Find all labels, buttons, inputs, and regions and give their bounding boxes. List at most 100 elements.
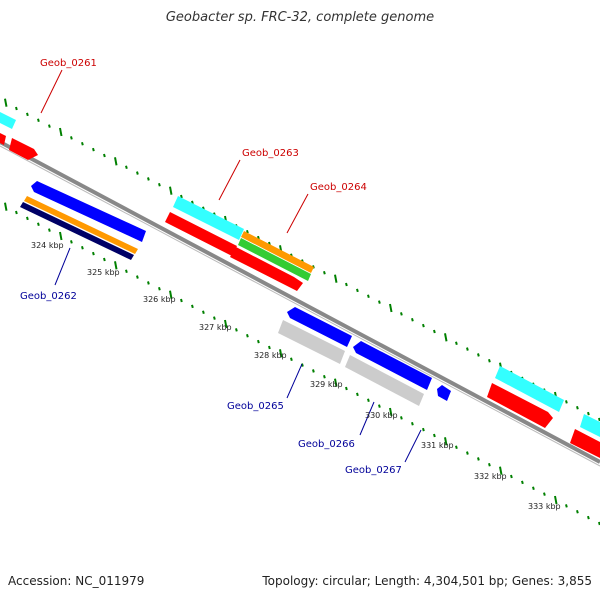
- gene-label-geob0264[interactable]: Geob_0264: [310, 182, 367, 193]
- tick-mark: [411, 317, 414, 322]
- tick-mark: [455, 445, 458, 449]
- tick-mark: [246, 229, 249, 234]
- feature-geob0264-green[interactable]: [238, 238, 311, 281]
- tick-mark: [4, 202, 8, 211]
- tick-mark: [477, 457, 480, 461]
- map-title: Geobacter sp. FRC-32, complete genome: [165, 10, 435, 25]
- minus-strand-features: [20, 181, 451, 406]
- tick-mark: [433, 433, 436, 438]
- feature-geob0264-orange[interactable]: [241, 231, 314, 273]
- tick-mark: [136, 275, 139, 279]
- tick-label-324: 324 kbp: [31, 241, 64, 250]
- kbp-tick-labels: 324 kbp 325 kbp 326 kbp 327 kbp 328 kbp …: [31, 241, 561, 511]
- gene-label-geob0265[interactable]: Geob_0265: [227, 401, 284, 412]
- tick-mark: [378, 300, 381, 304]
- feature-red-left2[interactable]: [9, 138, 38, 160]
- tick-mark: [301, 363, 304, 367]
- tick-mark: [510, 474, 513, 479]
- tick-mark: [202, 310, 205, 315]
- tick-label-330: 330 kbp: [365, 411, 398, 420]
- tick-mark: [312, 369, 315, 373]
- tick-mark: [543, 492, 546, 496]
- tick-mark: [532, 486, 535, 491]
- gene-label-geob0263[interactable]: Geob_0263: [242, 148, 299, 159]
- gene-labels: Geob_0261 Geob_0263 Geob_0264 Geob_0262 …: [20, 58, 402, 476]
- tick-mark: [554, 495, 558, 505]
- feature-cyan-left[interactable]: [0, 112, 16, 129]
- tick-label-325: 325 kbp: [87, 268, 120, 277]
- tick-mark: [81, 245, 84, 250]
- tick-mark: [499, 466, 503, 475]
- tick-mark: [158, 183, 161, 187]
- feature-red-left1[interactable]: [0, 133, 6, 145]
- feature-geob0266-blue[interactable]: [353, 341, 432, 390]
- gene-label-geob0262[interactable]: Geob_0262: [20, 291, 77, 302]
- tick-mark: [103, 257, 106, 262]
- tick-mark: [125, 165, 128, 169]
- tick-label-333: 333 kbp: [528, 502, 561, 511]
- plus-strand-features: [0, 112, 600, 458]
- tick-mark: [114, 157, 118, 166]
- tick-mark: [213, 316, 216, 320]
- tick-mark: [356, 392, 359, 397]
- tick-mark: [48, 124, 51, 128]
- tick-mark: [257, 339, 260, 344]
- feature-geob0262-navy[interactable]: [20, 202, 134, 260]
- tick-mark: [444, 333, 448, 342]
- gene-label-lines: [40, 69, 422, 463]
- feature-geob0262-blue[interactable]: [31, 181, 146, 242]
- tick-mark: [26, 112, 29, 117]
- tick-mark: [576, 509, 579, 514]
- tick-label-327: 327 kbp: [199, 323, 232, 332]
- feature-far-right-red[interactable]: [570, 429, 600, 458]
- tick-mark: [345, 386, 348, 391]
- tick-mark: [400, 312, 403, 316]
- tick-mark: [334, 274, 338, 283]
- tick-label-329: 329 kbp: [310, 380, 343, 389]
- tick-mark: [367, 398, 370, 403]
- feature-geob0265-grey[interactable]: [278, 320, 345, 364]
- tick-mark: [389, 407, 393, 417]
- tick-mark: [125, 269, 128, 273]
- gene-label-geob0267[interactable]: Geob_0267: [345, 465, 402, 476]
- tick-mark: [587, 515, 590, 520]
- tick-mark: [334, 378, 338, 387]
- feature-geob0262-orange[interactable]: [24, 196, 138, 254]
- feature-geob0267-blue[interactable]: [437, 385, 451, 401]
- tick-mark: [323, 375, 326, 379]
- tick-mark: [565, 504, 568, 508]
- tick-mark: [191, 304, 194, 309]
- tick-mark: [433, 329, 436, 334]
- tick-mark: [26, 216, 29, 221]
- tick-mark: [169, 186, 173, 195]
- tick-label-331: 331 kbp: [421, 441, 454, 450]
- tick-mark: [367, 294, 370, 299]
- feature-geob0265-blue[interactable]: [287, 307, 352, 347]
- gene-label-geob0266[interactable]: Geob_0266: [298, 439, 355, 450]
- feature-geob0263-red[interactable]: [165, 212, 237, 256]
- gene-label-geob0261[interactable]: Geob_0261: [40, 58, 97, 69]
- feature-geob0264-red[interactable]: [230, 247, 303, 291]
- tick-mark: [147, 177, 150, 181]
- tick-mark: [103, 153, 106, 158]
- feature-geob0266-grey[interactable]: [345, 355, 424, 406]
- tick-mark: [59, 127, 63, 137]
- lower-tick-row: [4, 202, 600, 526]
- feature-right-cyan[interactable]: [495, 366, 564, 412]
- upper-tick-row: [4, 98, 600, 422]
- tick-mark: [587, 411, 590, 416]
- feature-geob0263-cyan[interactable]: [173, 196, 244, 240]
- tick-mark: [488, 463, 491, 467]
- feature-far-right-cyan[interactable]: [580, 414, 600, 437]
- tick-mark: [422, 427, 425, 432]
- tick-label-326: 326 kbp: [143, 295, 176, 304]
- tick-mark: [411, 421, 414, 426]
- tick-mark: [565, 400, 568, 404]
- tick-mark: [268, 345, 271, 350]
- feature-right-red[interactable]: [487, 383, 553, 428]
- tick-mark: [4, 98, 8, 107]
- accession-text: Accession: NC_011979: [8, 574, 145, 588]
- tick-mark: [400, 416, 403, 420]
- tick-mark: [158, 287, 161, 291]
- tick-mark: [466, 347, 469, 351]
